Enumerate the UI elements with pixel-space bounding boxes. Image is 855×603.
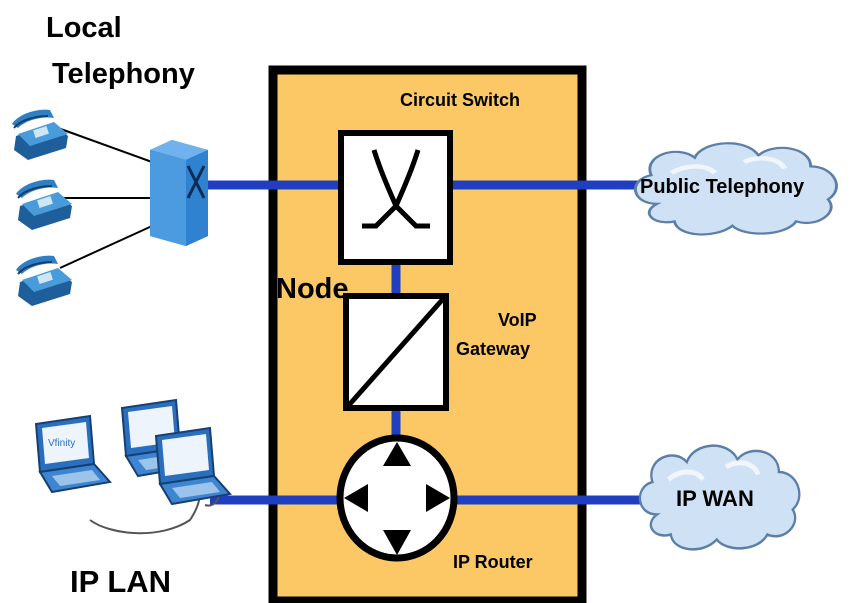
- voip-gateway-icon: [343, 293, 449, 411]
- phone-icon: [15, 178, 73, 231]
- laptop-screen-text: Vfinity: [48, 438, 75, 449]
- laptop-icon: [155, 427, 231, 505]
- ip-lan-label: IP LAN: [70, 564, 171, 599]
- voip-label-line2: Gateway: [456, 339, 530, 359]
- pbx-server-icon: [150, 140, 208, 246]
- circuit-switch-label: Circuit Switch: [400, 90, 520, 110]
- phone-icon: [11, 108, 69, 161]
- circuit-switch-icon: [338, 130, 453, 265]
- links: [196, 180, 645, 505]
- phone-wires: [57, 127, 153, 269]
- public-telephony-label: Public Telephony: [640, 176, 805, 198]
- ip-router-label: IP Router: [453, 552, 533, 572]
- laptop-icon: Vfinity: [35, 415, 111, 493]
- voip-label-line1: VoIP: [498, 310, 537, 330]
- local-telephony-label-line2: Telephony: [52, 58, 195, 90]
- local-telephony-label-line1: Local: [46, 12, 122, 44]
- ip-wan-label: IP WAN: [676, 486, 754, 511]
- phone-icon: [15, 254, 73, 307]
- ip-router-icon: [336, 434, 458, 562]
- node-label: Node: [276, 273, 349, 305]
